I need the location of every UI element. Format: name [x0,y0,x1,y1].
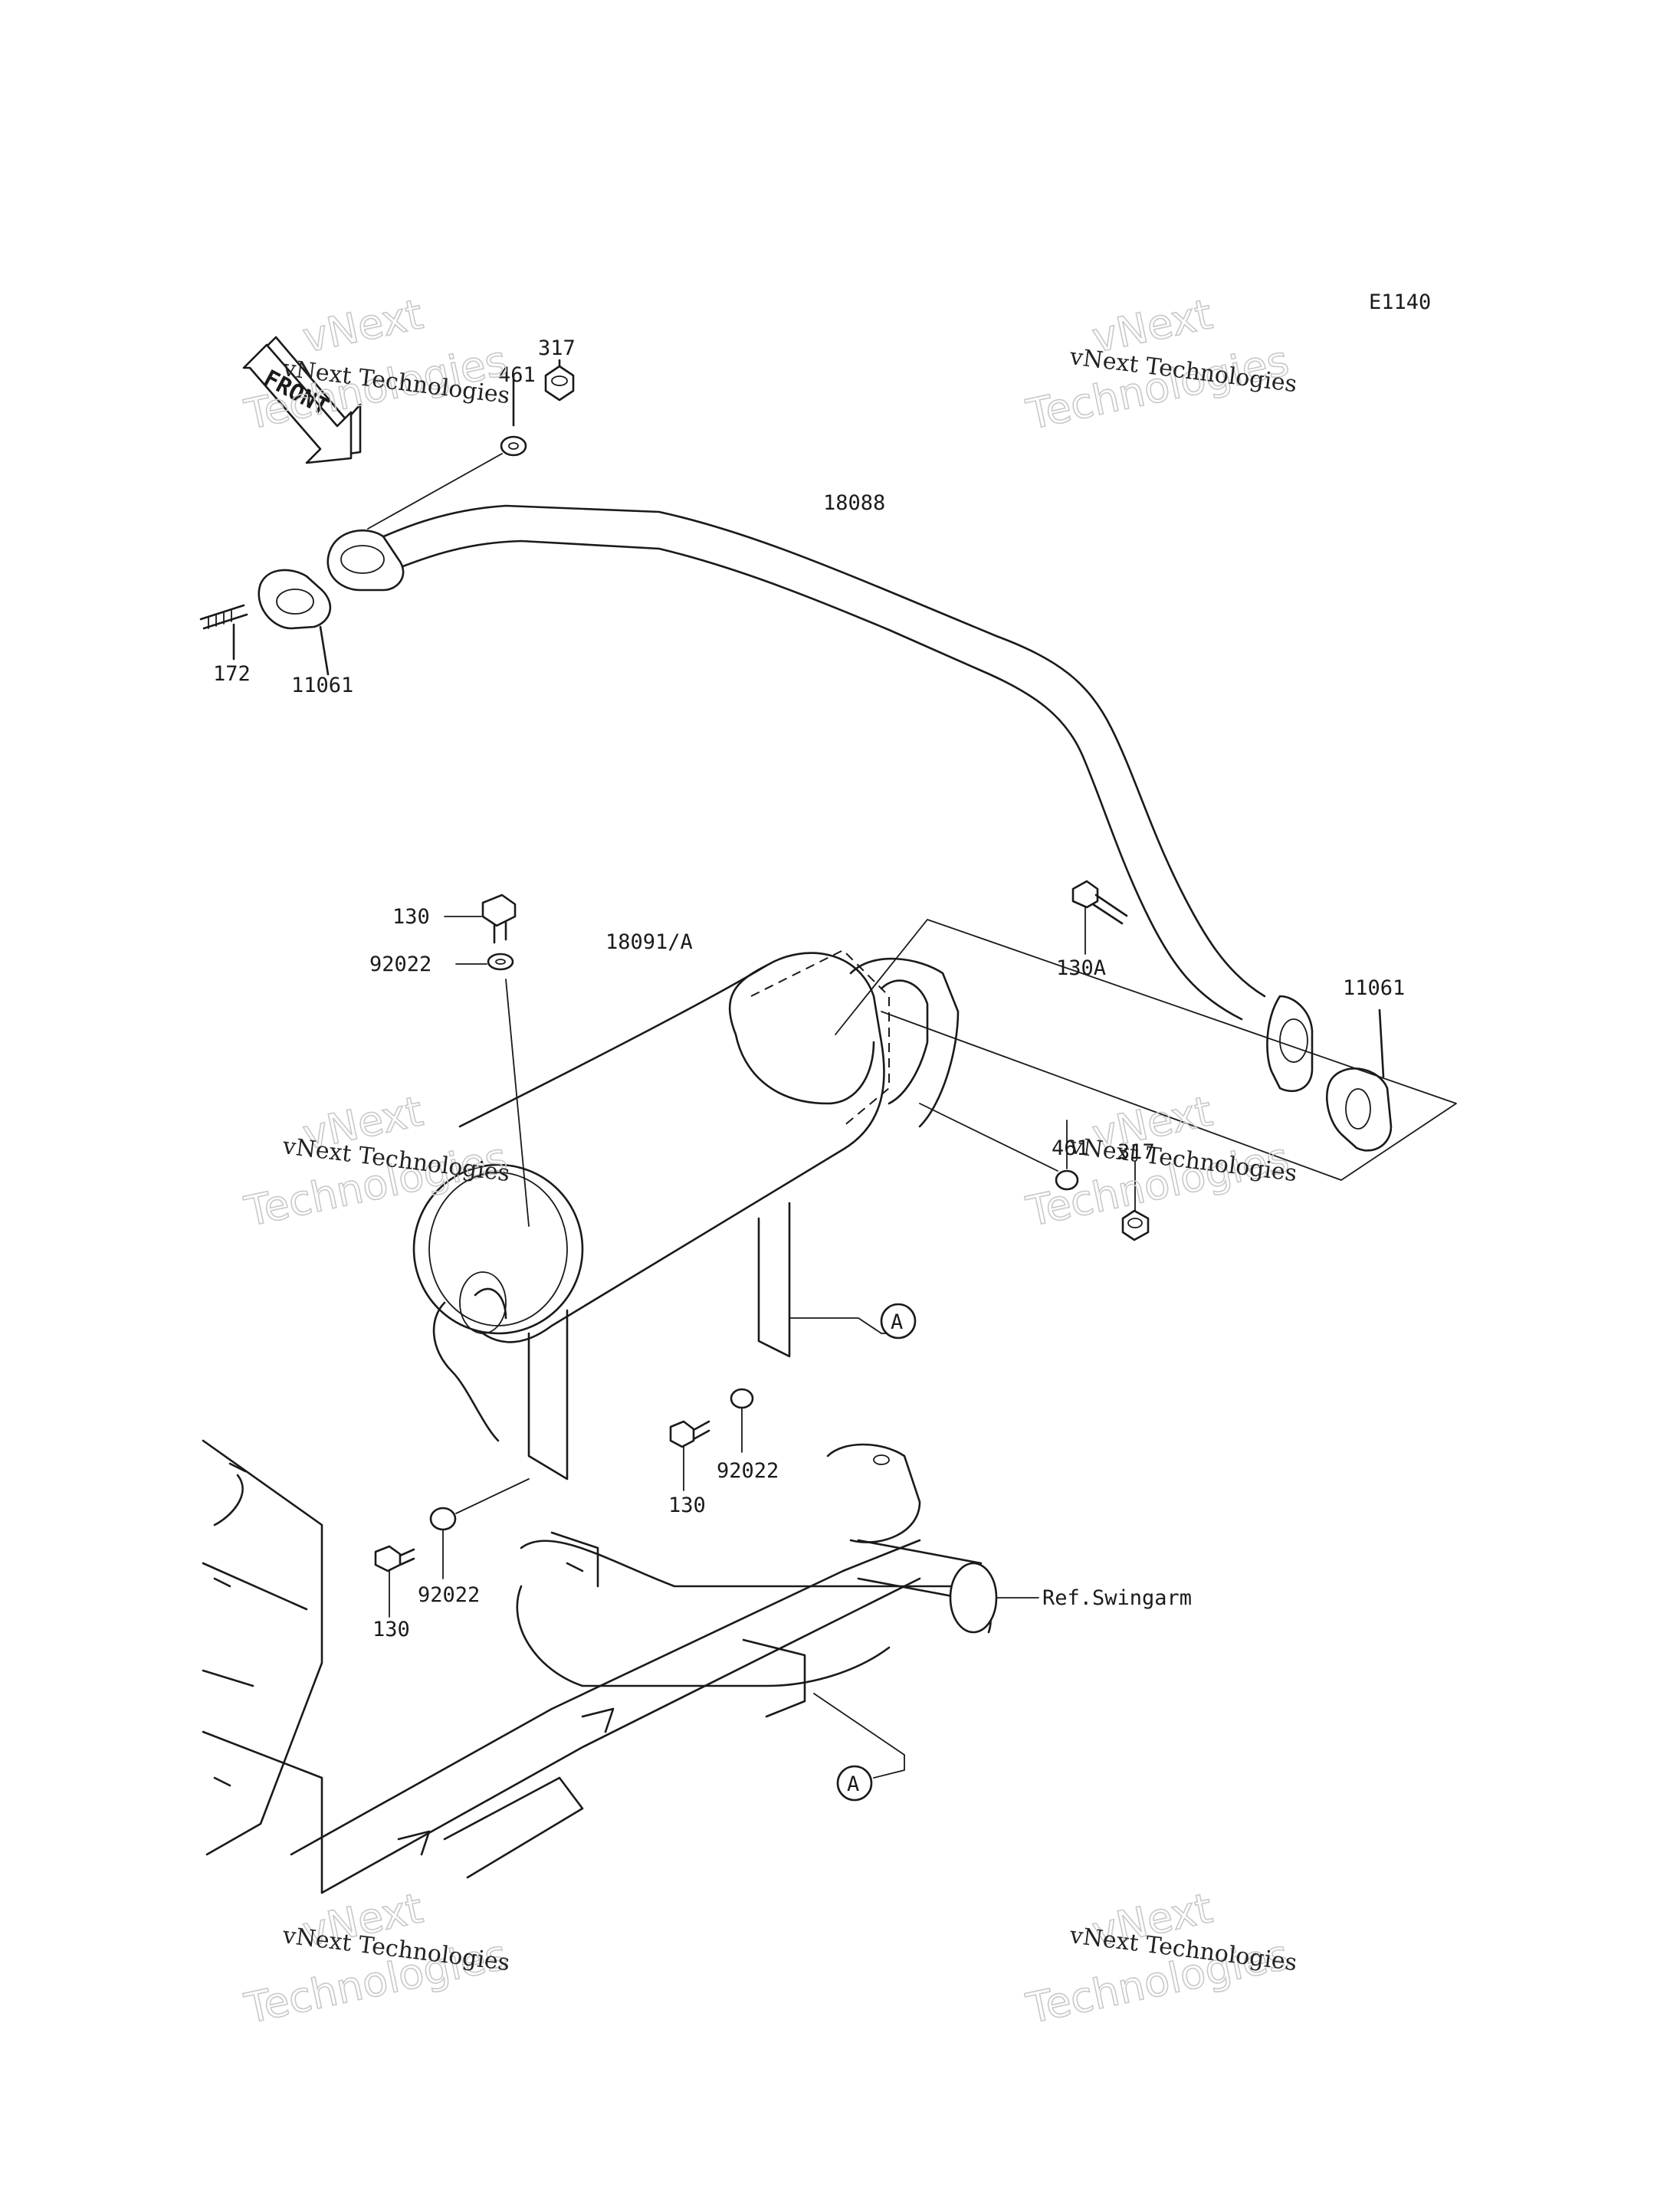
label-11061-right: 11061 [1343,976,1405,1000]
label-317-top: 317 [538,336,576,360]
label-18091-A: 18091/A [605,930,693,954]
washer-92022-top [455,953,530,1227]
watermark-2: vNext Technologies vNext Technologies [1022,289,1298,439]
ref-swingarm: Ref.Swingarm [1042,1586,1192,1610]
watermark-5: vNext Technologies vNext Technologies [240,1883,512,2033]
label-92022-mid: 92022 [717,1459,779,1483]
gasket-right [1325,1008,1393,1152]
label-18088: 18088 [823,491,885,515]
diagram-code: E1140 [1369,290,1431,314]
washer-461-top [367,372,527,530]
ref-a-upper: A [891,1310,903,1334]
label-11061-left: 11061 [291,674,353,697]
ref-a-upper-connector: A [789,1303,917,1340]
label-130-mid: 130 [668,1494,706,1517]
bolt-130-low [374,1545,415,1618]
bolt-130-top [444,894,517,944]
washer-92022-mid [730,1388,754,1453]
exhaust-pipe [326,504,1314,1093]
svg-text:vNext: vNext [299,290,427,362]
nut-317-right [1121,1160,1150,1241]
ref-a-lower: A [847,1772,859,1796]
label-130-low: 130 [372,1618,410,1641]
washer-92022-low [429,1478,530,1579]
label-317-right: 317 [1117,1140,1155,1164]
vehicle-frame [202,1439,998,1894]
bolt-130-mid [669,1420,710,1491]
washer-461-right [919,1103,1079,1191]
stud-172 [199,604,248,661]
gasket-left [258,569,332,676]
label-130-top: 130 [392,905,430,929]
label-461-right: 461 [1052,1136,1089,1160]
label-172: 172 [213,662,251,686]
ref-swingarm-leader: Ref.Swingarm [996,1586,1192,1610]
label-130A: 130A [1056,956,1106,980]
label-92022-top: 92022 [369,953,431,976]
watermark-4: vNext Technologies vNext Technologies [1022,1086,1298,1236]
bolt-130A [1071,880,1128,955]
label-461-top: 461 [498,363,536,387]
muffler [412,919,1457,1481]
ref-a-lower-connector: A [813,1693,905,1802]
watermark-6: vNext Technologies vNext Technologies [1022,1883,1298,2033]
label-92022-low: 92022 [418,1583,480,1607]
nut-317-top [544,359,575,402]
